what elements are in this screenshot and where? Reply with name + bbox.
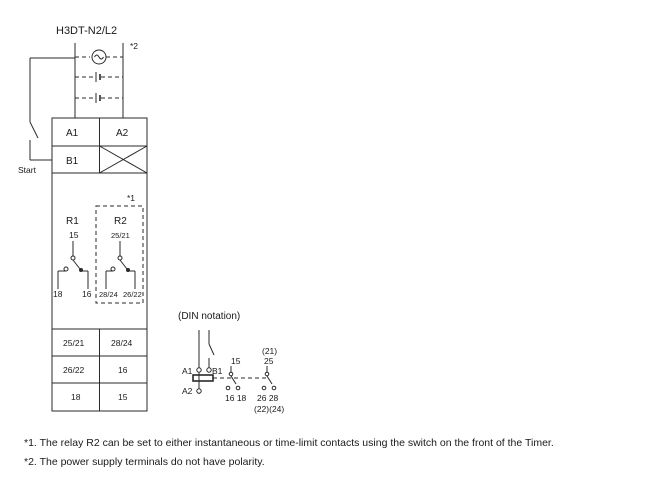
switch-contact-icon [29,121,39,139]
din-a2: A2 [182,386,193,396]
table-cell-r2c1: 15 [118,392,128,402]
start-label: Start [18,165,37,175]
table-cell-r2c0: 18 [71,392,81,402]
din-t25: 25 [264,356,274,366]
terminal-15: 15 [69,230,79,240]
table-cell-r1c0: 26/22 [63,365,85,375]
din-t15: 15 [231,356,241,366]
din-a1: A1 [182,366,193,376]
table-cell-r1c1: 16 [118,365,128,375]
footnote-2: *2. The power supply terminals do not ha… [24,456,265,468]
table-cell-r0c1: 28/24 [111,338,133,348]
note-mark-1: *1 [127,193,135,203]
terminal-18: 18 [53,289,63,299]
power-supply-symbols [74,43,124,118]
note-mark-2: *2 [130,41,138,51]
terminal-b1: B1 [66,156,79,167]
terminal-28-24: 28/24 [99,290,118,299]
din-t21: (21) [262,346,277,356]
relay-r2-label: R2 [114,216,127,227]
din-b1: B1 [212,366,223,376]
terminal-16: 16 [82,289,92,299]
model-title: H3DT-N2/L2 [56,25,117,37]
timer-body [51,117,148,412]
table-cell-r0c0: 25/21 [63,338,85,348]
terminal-25-21: 25/21 [111,231,130,240]
terminal-a1: A1 [66,128,79,139]
relay-r2-box [95,205,144,304]
footnote-1: *1. The relay R2 can be set to either in… [24,437,554,449]
din-symbol [192,330,277,394]
relay-r1-label: R1 [66,216,79,227]
din-t22-24: (22)(24) [254,404,284,414]
din-t16-18: 16 18 [225,393,247,403]
din-title: (DIN notation) [178,311,240,322]
relay-r2-contact [105,241,136,289]
start-switch [29,57,75,161]
din-t26-28: 26 28 [257,393,279,403]
relay-r1-contact [57,241,89,289]
terminal-26-22: 26/22 [123,290,142,299]
terminal-a2: A2 [116,128,129,139]
